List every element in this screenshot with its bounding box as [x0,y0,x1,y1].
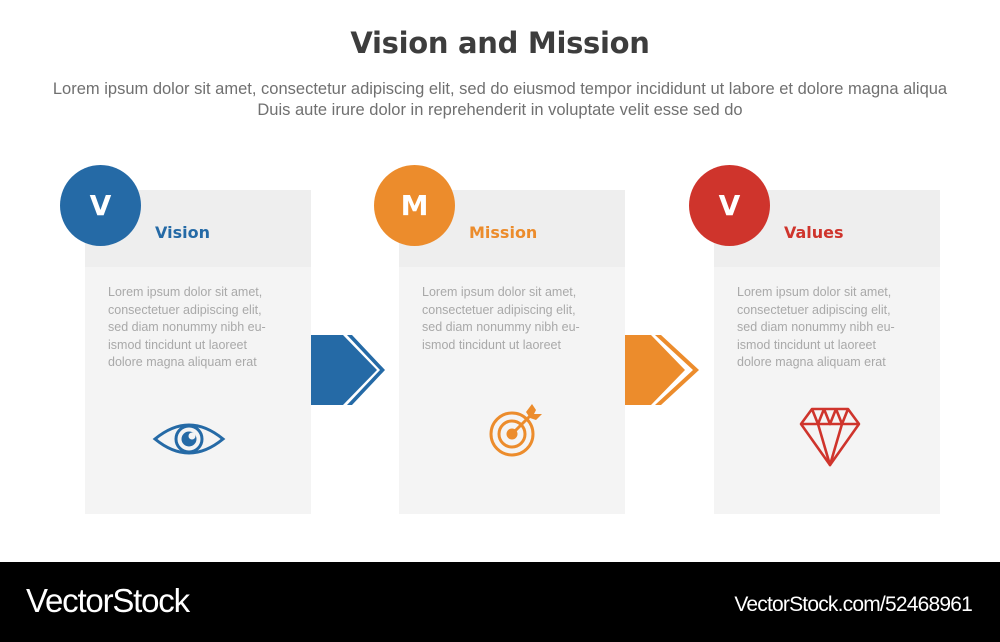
footer-brand-logo: VectorStock [26,582,190,619]
vision-label: Vision [155,223,210,242]
arrow-1-icon [311,335,385,405]
vision-body-text: Lorem ipsum dolor sit amet, consectetuer… [108,285,266,369]
values-badge: V [689,165,770,246]
page-title: Vision and Mission [350,26,650,60]
diamond-icon [799,407,861,467]
mission-card: Mission Lorem ipsum dolor sit amet, cons… [399,190,625,514]
mission-label: Mission [469,223,538,242]
vision-badge: V [60,165,141,246]
target-icon [489,404,542,457]
footer-url: VectorStock.com/52468961 [734,593,972,616]
values-body-text: Lorem ipsum dolor sit amet, consectetuer… [737,285,895,369]
mission-body-text: Lorem ipsum dolor sit amet, consectetuer… [422,285,580,352]
mission-badge: M [374,165,455,246]
eye-icon [152,423,226,455]
page-subtitle: Lorem ipsum dolor sit amet, consectetur … [52,80,948,119]
values-label: Values [784,223,844,242]
vision-card: Vision Lorem ipsum dolor sit amet, conse… [85,190,311,514]
watermark-footer: VectorStock VectorStock.com/52468961 [0,562,1000,642]
arrow-2-icon [625,335,699,405]
